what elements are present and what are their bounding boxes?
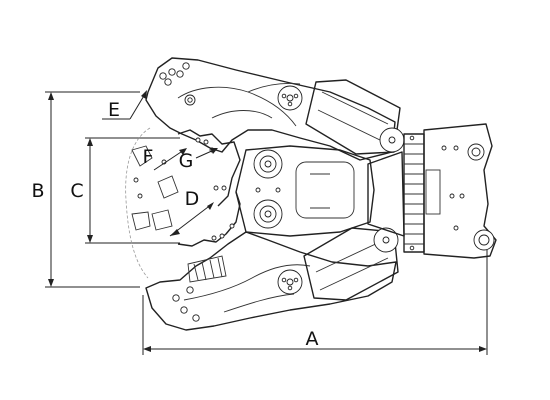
leader-lines: [102, 90, 218, 237]
dimension-b: [45, 91, 140, 288]
upper-cylinder: [277, 79, 405, 155]
label-c: C: [70, 180, 83, 202]
central-body: [235, 145, 375, 237]
lower-cylinder: [277, 227, 399, 301]
label-a: A: [306, 328, 319, 350]
label-b: B: [31, 180, 44, 202]
label-d: D: [185, 188, 200, 210]
label-e: E: [108, 99, 120, 121]
cutting-inserts: [131, 145, 179, 231]
label-f: F: [143, 146, 154, 168]
dimension-a: [142, 250, 488, 355]
upper-jaw: [145, 57, 396, 207]
cutting-zone-outline: [125, 127, 151, 279]
mounting-bracket: [367, 123, 497, 259]
dimension-c: [85, 137, 180, 244]
label-g: G: [179, 150, 194, 172]
lower-jaw: [145, 191, 397, 331]
